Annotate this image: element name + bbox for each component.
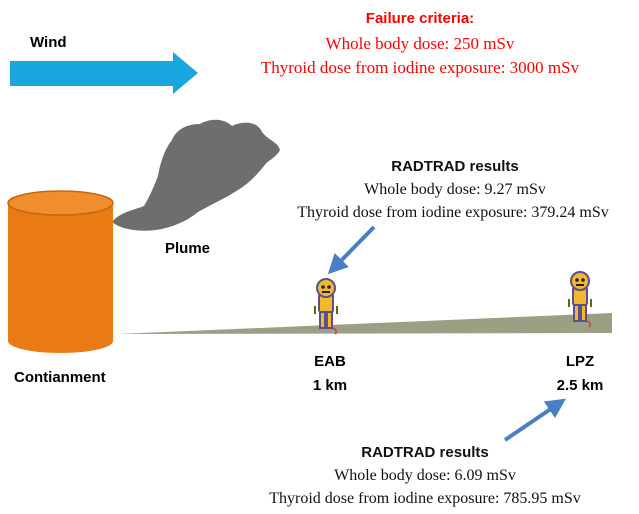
failure-criteria-title: Failure criteria:	[365, 10, 475, 27]
lpz-results-line2: Thyroid dose from iodine exposure: 785.9…	[269, 490, 581, 507]
eab-distance: 1 km	[312, 377, 348, 394]
containment-cylinder	[7, 190, 114, 353]
wind-label: Wind	[30, 34, 67, 51]
plume-label: Plume	[165, 240, 211, 257]
eab-results-title: RADTRAD results	[391, 158, 519, 175]
lpz-label: LPZ	[565, 353, 595, 370]
failure-criteria-line1: Whole body dose: 250 mSv	[325, 34, 515, 53]
eab-results-line1: Whole body dose: 9.27 mSv	[364, 181, 546, 198]
containment-label: Contianment	[14, 369, 106, 386]
lpz-results-title: RADTRAD results	[361, 444, 489, 461]
failure-criteria-line2: Thyroid dose from iodine exposure: 3000 …	[260, 58, 580, 77]
lpz-pointer-arrow	[503, 398, 566, 442]
ground-wedge	[118, 313, 612, 334]
eab-results-line2: Thyroid dose from iodine exposure: 379.2…	[297, 204, 609, 221]
lpz-results-line1: Whole body dose: 6.09 mSv	[334, 467, 516, 484]
lpz-distance: 2.5 km	[556, 377, 604, 394]
eab-person-figure	[314, 278, 338, 335]
wind-arrow	[10, 52, 198, 94]
eab-label: EAB	[314, 353, 346, 370]
plume-cloud	[112, 119, 280, 231]
eab-pointer-arrow	[327, 225, 376, 275]
lpz-person-figure	[568, 271, 592, 328]
